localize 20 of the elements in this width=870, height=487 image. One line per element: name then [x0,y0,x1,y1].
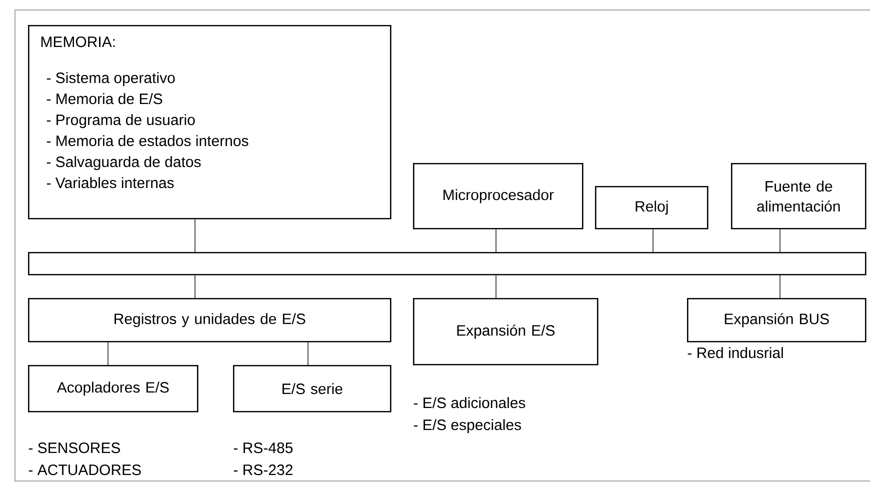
note-text: - Red indusrial [688,347,783,358]
memory-box: MEMORIA: - Sistema operativo - Memoria de E/S - Programa de usuario - Memoria de estados internos - Salvaguarda de datos - Variables internas [28,25,392,220]
note-text: - E/S adicionales [414,397,526,408]
connector-line [652,228,654,252]
note-text: - E/S especiales [414,419,521,434]
connector-line [194,218,196,252]
process-box: E/S serie [233,365,392,412]
process-box: Acopladores E/S [28,365,198,412]
process-box: Microprocesador [413,163,584,230]
note-text: - ACTUADORES [28,464,141,476]
note-text: - SENSORES [28,442,120,454]
process-box: Registros y unidades de E/S [28,298,392,342]
process-box: Expansión BUS [687,298,866,342]
process-box: Reloj [595,186,708,230]
note-text: - RS-232 [234,464,292,476]
note-text: - RS-485 [234,442,293,454]
bus-bar [28,252,866,276]
process-box: Fuente de alimentación [731,163,866,230]
connector-line [194,274,196,298]
process-box: Expansión E/S [413,298,598,366]
